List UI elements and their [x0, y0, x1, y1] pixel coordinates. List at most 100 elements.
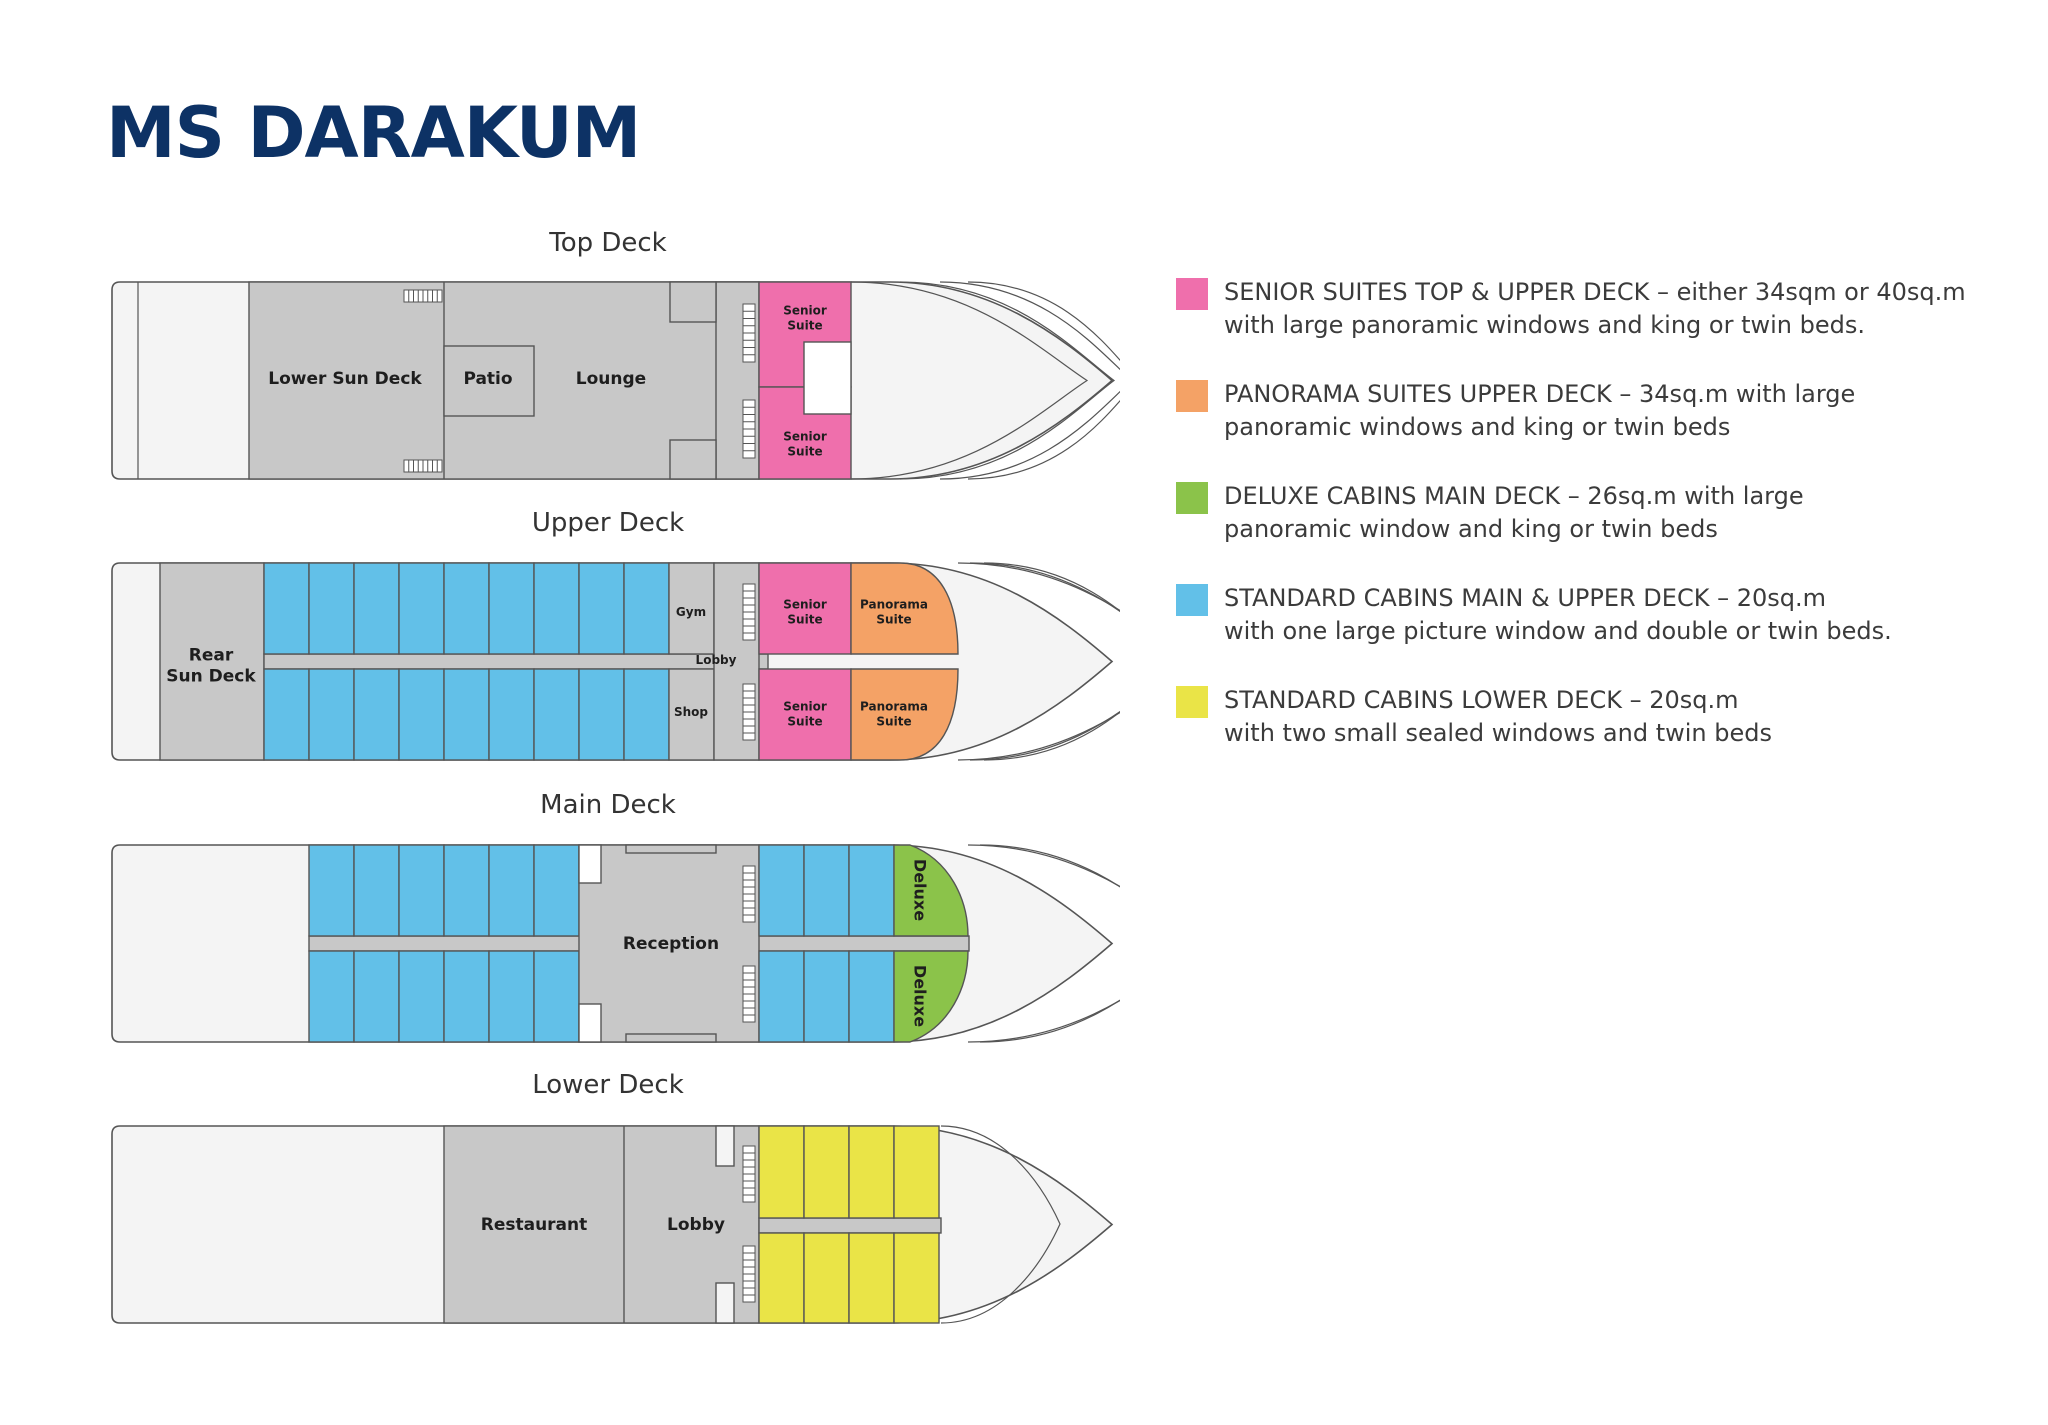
- deluxe-bottom-label: Deluxe: [910, 965, 929, 1027]
- restaurant-label: Restaurant: [481, 1215, 588, 1235]
- main-deck-bow-arc-0: [967, 844, 1120, 1043]
- top-deck-wc-bottom: [669, 439, 717, 480]
- main-standard-cabin-fwd: [848, 844, 895, 937]
- legend-item-standard: STANDARD CABINS MAIN & UPPER DECK – 20sq…: [1176, 582, 1996, 684]
- upper-standard-cabin: [263, 562, 310, 655]
- reception-door-bottom: [625, 1033, 717, 1043]
- top-deck-wc-top: [669, 281, 717, 323]
- main-standard-cabin-aft: [398, 844, 445, 937]
- lower-standard-cabin: [803, 1125, 850, 1219]
- legend-panorama-line1: PANORAMA SUITES UPPER DECK – 34sq.m with…: [1224, 380, 1856, 408]
- legend-item-senior: SENIOR SUITES TOP & UPPER DECK – either …: [1176, 276, 1996, 378]
- deluxe-top-label: Deluxe: [910, 859, 929, 921]
- main-standard-cabin-aft: [443, 950, 490, 1043]
- deluxe-swatch: [1176, 482, 1208, 514]
- reception-label: Reception: [623, 934, 719, 954]
- patio-area: [443, 345, 535, 417]
- main-standard-cabin-aft: [308, 844, 355, 937]
- standard-swatch: [1176, 584, 1208, 616]
- legend-standard-line1: STANDARD CABINS MAIN & UPPER DECK – 20sq…: [1224, 584, 1826, 612]
- upper-standard-cabin: [398, 562, 445, 655]
- upper-standard-cabin: [353, 562, 400, 655]
- lower-deck-bow-arc: [940, 1125, 1061, 1324]
- main-standard-cabin-aft: [398, 950, 445, 1043]
- lower-standard-cabin: [893, 1232, 940, 1324]
- main-standard-cabin-aft: [308, 950, 355, 1043]
- reception-post-bottom: [578, 1003, 602, 1043]
- main-standard-cabin-fwd: [758, 844, 805, 937]
- main-standard-cabin-aft: [353, 844, 400, 937]
- upper-standard-cabin: [623, 562, 670, 655]
- main-standard-cabin-aft: [488, 950, 535, 1043]
- shop-label: Shop: [674, 705, 708, 719]
- lower-swatch: [1176, 686, 1208, 718]
- upper-deck-bow-arc-1: [969, 562, 1120, 761]
- top-deck-bow-arc-2: [939, 281, 1120, 480]
- lower-deck-corridor: [758, 1217, 942, 1234]
- legend-lower-line1: STANDARD CABINS LOWER DECK – 20sq.m: [1224, 686, 1739, 714]
- cabin-legend: SENIOR SUITES TOP & UPPER DECK – either …: [1176, 276, 1996, 786]
- panorama-suite-bottom: [850, 668, 959, 761]
- upper-lobby-label: Lobby: [696, 653, 737, 667]
- panorama-swatch: [1176, 380, 1208, 412]
- deluxe-cabin-top: [893, 844, 969, 937]
- upper-deck-corridor: [263, 653, 769, 670]
- upper-standard-cabin: [443, 562, 490, 655]
- rear-sun-deck-area: [159, 562, 265, 761]
- legend-senior-line2: with large panoramic windows and king or…: [1224, 311, 1865, 339]
- upper-standard-cabin: [578, 562, 625, 655]
- main-standard-cabin-aft: [533, 844, 580, 937]
- reception-door-top: [625, 844, 717, 854]
- upper-standard-cabin: [623, 668, 670, 761]
- legend-senior-text: SENIOR SUITES TOP & UPPER DECK – either …: [1224, 276, 2004, 342]
- main-deck-bow-arc-1: [979, 844, 1120, 1043]
- gym-label: Gym: [676, 605, 706, 619]
- reception-area: [578, 844, 760, 1043]
- main-deck-label: Main Deck: [540, 790, 676, 820]
- top-deck-lift: [803, 341, 852, 415]
- top-deck-bow-arc-0: [850, 281, 1089, 480]
- upper-standard-cabin: [308, 668, 355, 761]
- lower-deck-label: Lower Deck: [532, 1070, 684, 1100]
- legend-deluxe-line2: panoramic window and king or twin beds: [1224, 515, 1718, 543]
- upper-standard-cabin: [353, 668, 400, 761]
- upper-standard-cabin: [578, 668, 625, 761]
- shop-area: [668, 668, 715, 761]
- legend-item-deluxe: DELUXE CABINS MAIN DECK – 26sq.m with la…: [1176, 480, 1996, 582]
- panorama-suite-top: [850, 562, 959, 655]
- senior-swatch: [1176, 278, 1208, 310]
- upper-deck-bow-arc-2: [983, 562, 1120, 761]
- legend-senior-line1: SENIOR SUITES TOP & UPPER DECK – either …: [1224, 278, 1966, 306]
- lower-deck-wc-bottom: [715, 1282, 735, 1324]
- upper-standard-cabin: [443, 668, 490, 761]
- lower-standard-cabin: [848, 1232, 895, 1324]
- lower-standard-cabin: [758, 1232, 805, 1324]
- deluxe-cabin-bottom: [893, 950, 969, 1043]
- main-standard-cabin-fwd: [758, 950, 805, 1043]
- lower-lobby-label: Lobby: [667, 1215, 725, 1235]
- legend-panorama-text: PANORAMA SUITES UPPER DECK – 34sq.m with…: [1224, 378, 2004, 444]
- reception-post-top: [578, 844, 602, 884]
- top-deck-bow-arc-1: [899, 281, 1115, 480]
- upper-deck-bow-arc-0: [957, 562, 1120, 761]
- upper-standard-cabin: [398, 668, 445, 761]
- lower-standard-cabin: [848, 1125, 895, 1219]
- upper-standard-cabin: [308, 562, 355, 655]
- main-standard-cabin-fwd: [803, 844, 850, 937]
- legend-panorama-line2: panoramic windows and king or twin beds: [1224, 413, 1731, 441]
- lounge-label: Lounge: [576, 369, 646, 389]
- patio-label: Patio: [463, 369, 512, 389]
- lower-sun-deck-label: Lower Sun Deck: [268, 369, 422, 389]
- main-standard-cabin-aft: [533, 950, 580, 1043]
- ship-title: MS DARAKUM: [106, 92, 641, 174]
- lower-standard-cabin: [758, 1125, 805, 1219]
- main-standard-cabin-aft: [353, 950, 400, 1043]
- lower-standard-cabin: [893, 1125, 940, 1219]
- upper-standard-cabin: [533, 562, 580, 655]
